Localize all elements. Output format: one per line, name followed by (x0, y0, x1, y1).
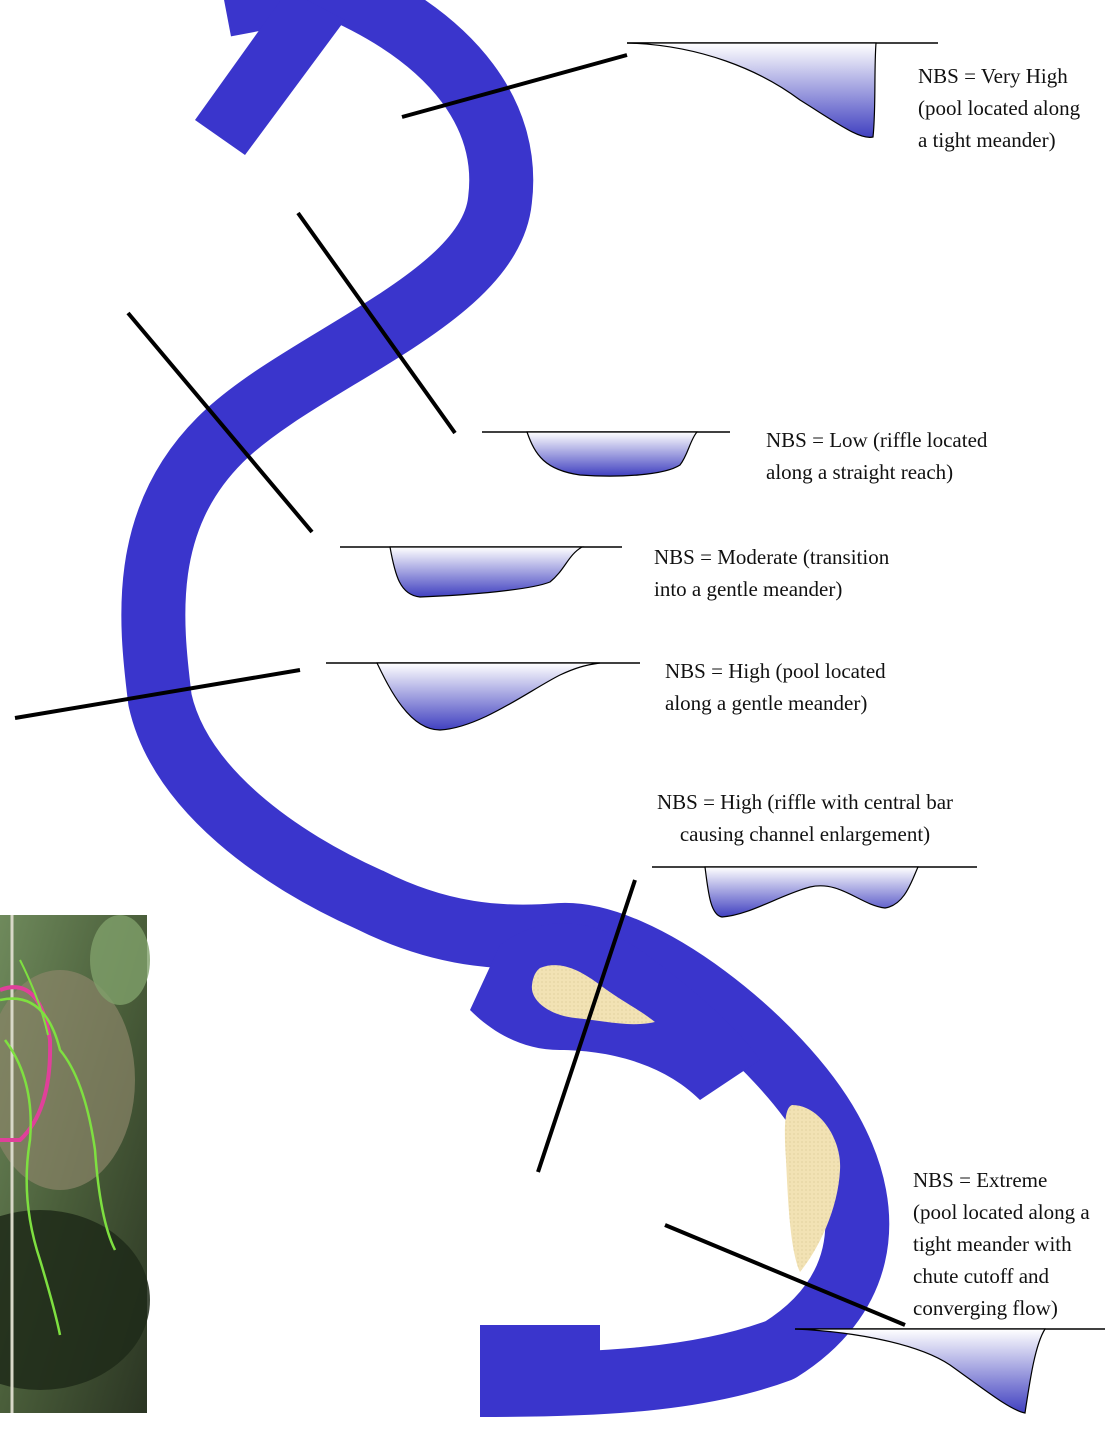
label-line: (pool located along a (913, 1196, 1090, 1228)
label-high-pool: NBS = High (pool located along a gentle … (665, 655, 886, 719)
label-line: NBS = High (riffle with central bar (640, 786, 970, 818)
label-extreme: NBS = Extreme (pool located along a tigh… (913, 1164, 1090, 1324)
profile-high-riffle (652, 867, 977, 917)
label-line: along a straight reach) (766, 456, 987, 488)
river-upstream-end (195, 0, 345, 155)
profile-high-pool (326, 663, 640, 730)
label-line: along a gentle meander) (665, 687, 886, 719)
label-line: NBS = Moderate (transition (654, 541, 889, 573)
label-line: causing channel enlargement) (640, 818, 970, 850)
label-line: NBS = Very High (918, 60, 1080, 92)
label-line: into a gentle meander) (654, 573, 889, 605)
profile-moderate (340, 547, 622, 597)
label-moderate: NBS = Moderate (transition into a gentle… (654, 541, 889, 605)
label-low: NBS = Low (riffle located along a straig… (766, 424, 987, 488)
label-line: NBS = Extreme (913, 1164, 1090, 1196)
label-line: (pool located along (918, 92, 1080, 124)
label-line: chute cutoff and (913, 1260, 1090, 1292)
label-line: NBS = Low (riffle located (766, 424, 987, 456)
profile-extreme (795, 1329, 1105, 1413)
label-line: a tight meander) (918, 124, 1080, 156)
label-very-high: NBS = Very High (pool located along a ti… (918, 60, 1080, 156)
river-downstream-end (480, 1325, 600, 1389)
profile-low (482, 432, 730, 476)
label-line: NBS = High (pool located (665, 655, 886, 687)
label-high-riffle: NBS = High (riffle with central bar caus… (640, 786, 970, 850)
label-line: converging flow) (913, 1292, 1090, 1324)
profile-very-high (627, 43, 938, 137)
aerial-photo-inset (0, 915, 150, 1413)
label-line: tight meander with (913, 1228, 1090, 1260)
